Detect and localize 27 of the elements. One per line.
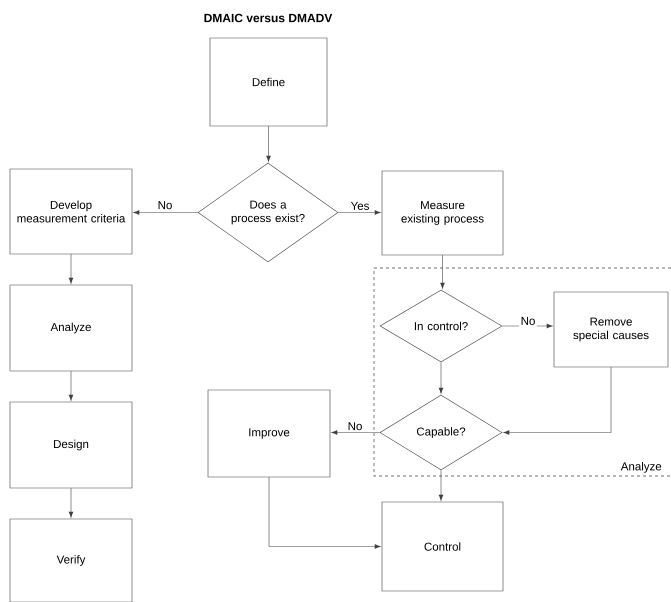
arrow (438, 362, 444, 394)
process-box: Control (382, 502, 504, 592)
edge-label: Yes (349, 200, 371, 212)
title: DMAIC versus DMADV (204, 14, 332, 22)
arrow (133, 210, 198, 215)
edge-label: No (519, 315, 537, 326)
arrow (440, 255, 445, 289)
process-box: Design (10, 402, 132, 488)
process-box: Remove special causes (554, 292, 668, 368)
arrow (68, 371, 74, 401)
arrow (438, 470, 444, 501)
process-box: Improve (208, 390, 330, 478)
process-box: Develop measurement criteria (10, 168, 132, 254)
process-box: Verify (10, 518, 132, 602)
process-box: Define (210, 38, 328, 126)
arrow (502, 324, 553, 328)
process-box: Analyze (10, 284, 132, 372)
arrow (331, 430, 380, 435)
arrow (68, 488, 74, 518)
edge-label: No (156, 200, 174, 211)
arrow (338, 210, 381, 215)
process-box: Measure existing process (382, 170, 504, 256)
arrow (503, 367, 612, 435)
arrow (266, 126, 271, 162)
edge-label: No (346, 420, 364, 432)
arrow (268, 477, 381, 549)
arrow (68, 254, 74, 284)
